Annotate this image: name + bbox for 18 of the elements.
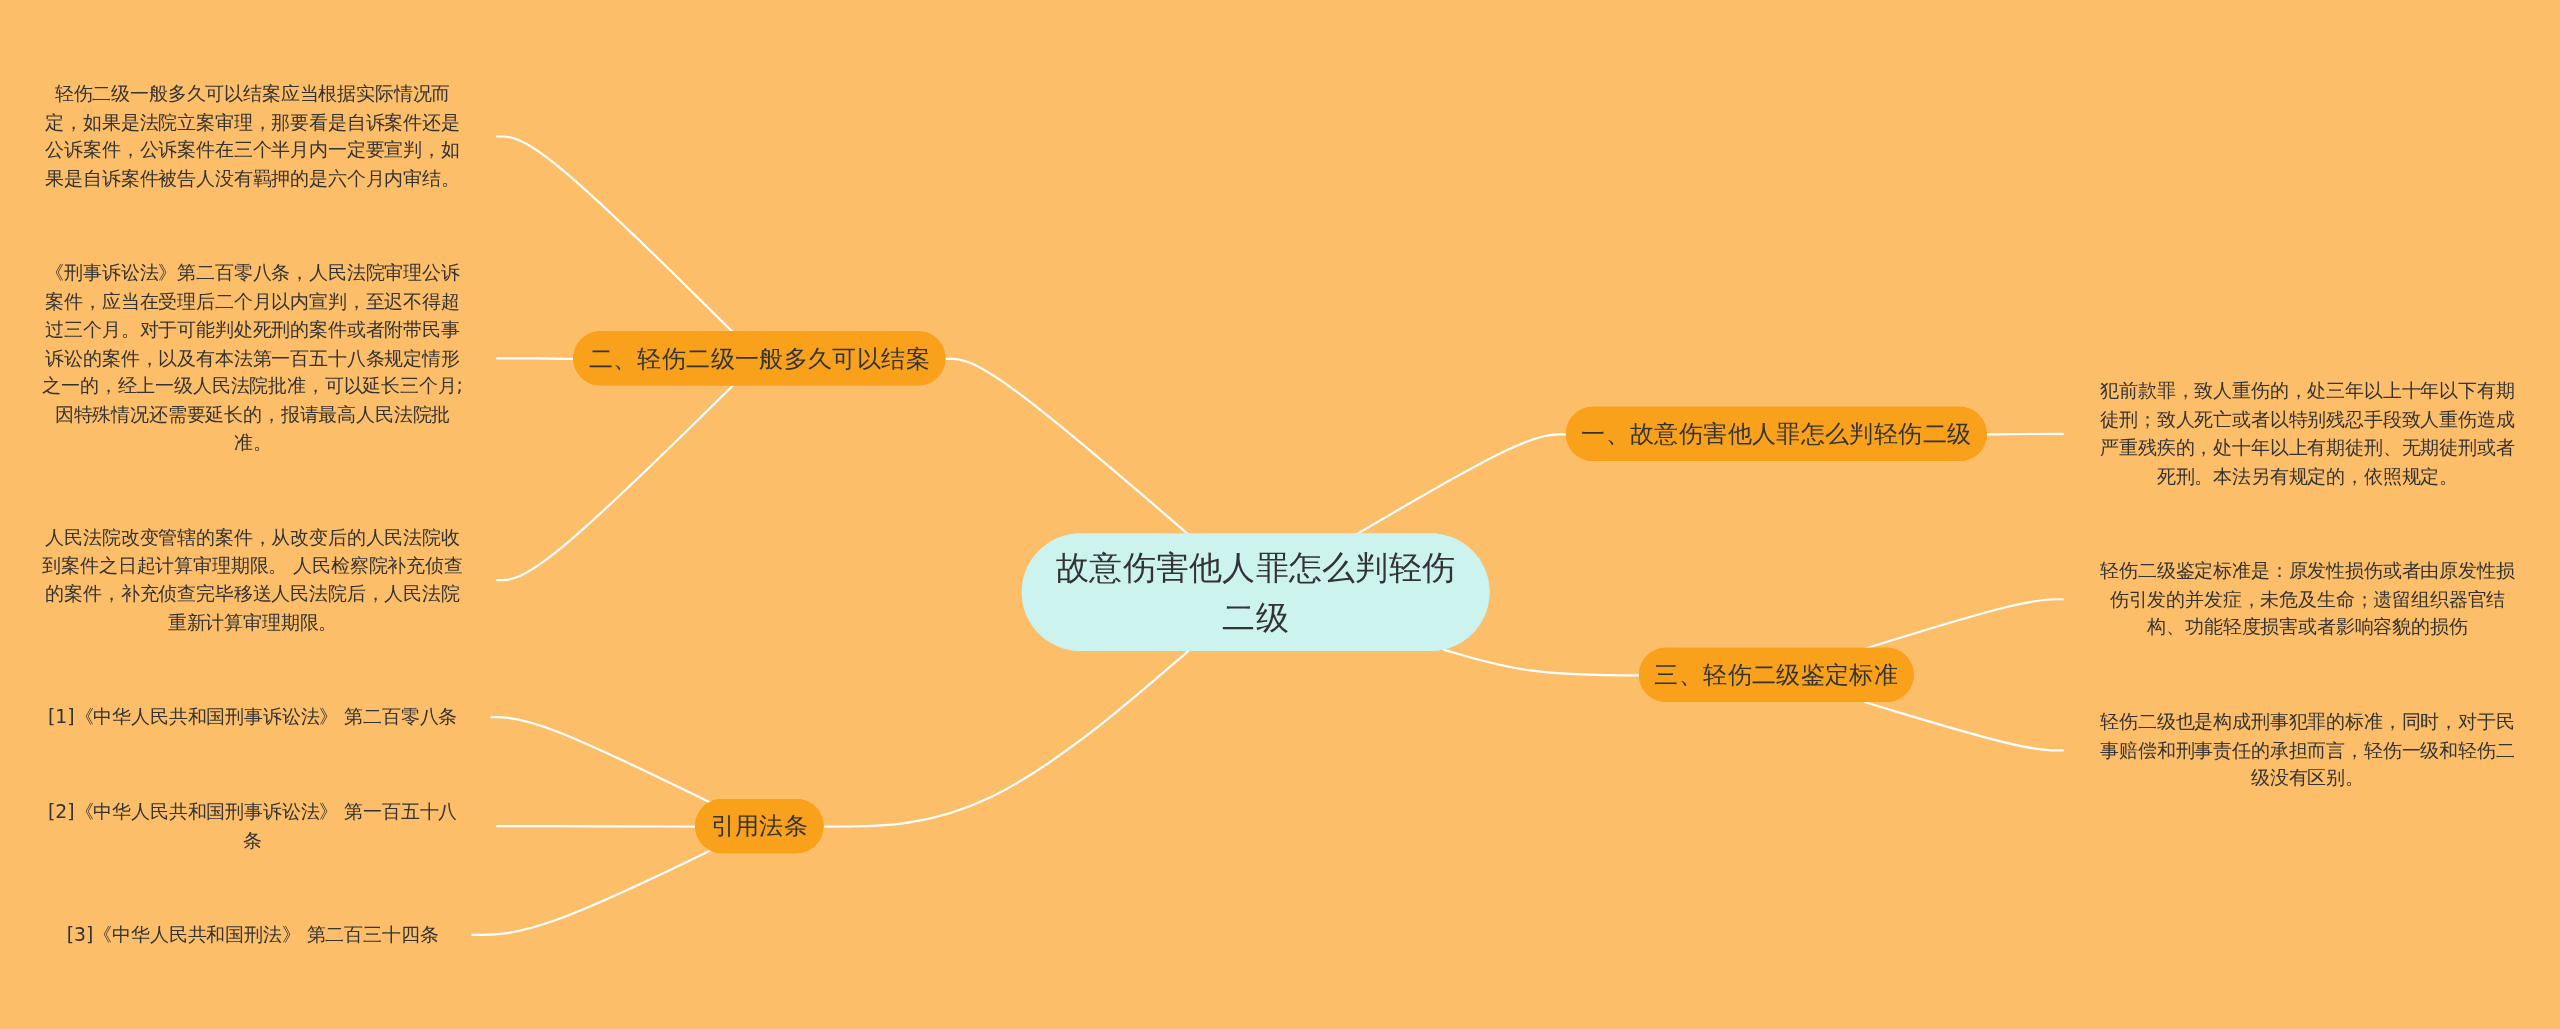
connector [490, 716, 712, 804]
connector [1986, 432, 2064, 436]
connector [1864, 598, 2064, 650]
node-text: 犯前款罪，致人重伤的，处三年以上十年以下有期徒刑；致人死亡或者以特别残忍手段致人重伤造成严重残疾的，处十年以上有期徒刑、无期徒刑或者死刑。本法另有规定的，依照规定。 [2100, 379, 2515, 487]
node-text: 轻伤二级也是构成刑事犯罪的标准，同时，对于民事赔偿和刑事责任的承担而言，轻伤一级和轻伤二级没有区别。 [2100, 710, 2515, 789]
node-text: [1]《中华人民共和国刑事诉讼法》 第二百零八条 [47, 705, 458, 728]
node-text: 《刑事诉讼法》第二百零八条，人民法院审理公诉案件，应当在受理后二个月以内宣判，至迟不得超过三个月。对于可能判处死刑的案件或者附带民事诉讼的案件，以及有本法第一百五十八条规定情形之一的，经上一级人民法院批准，可以延长三个月;因特殊情况还需要延长的，报请最高人民法院批准。 [42, 261, 463, 454]
connector [1864, 700, 2064, 752]
connector [496, 384, 734, 582]
node-text: [3]《中华人民共和国刑法》 第二百三十四条 [66, 922, 439, 946]
connector [1355, 433, 1567, 536]
node-text: [2]《中华人民共和国刑事诉讼法》 第一百五十八条 [47, 800, 458, 851]
connector [945, 357, 1190, 536]
node-text: 轻伤二级一般多久可以结案应当根据实际情况而定，如果是法院立案审理，那要看是自诉案件还是公诉案件，公诉案件在三个半月内一定要宣判，如果是自诉案件被告人没有羁押的是六个月内审结。 [45, 82, 460, 190]
node-text: 人民法院改变管辖的案件，从改变后的人民法院收到案件之日起计算审理期限。 人民检察院补充侦查的案件，补充侦查完毕移送人民法院后，人民法院重新计算审理期限。 [42, 525, 463, 633]
node-text: 轻伤二级鉴定标准是：原发性损伤或者由原发性损伤引发的并发症，未危及生命；遗留组织器官结构、功能轻度损害或者影响容貌的损伤 [2100, 559, 2515, 638]
connector [471, 849, 712, 936]
connector [823, 650, 1190, 828]
